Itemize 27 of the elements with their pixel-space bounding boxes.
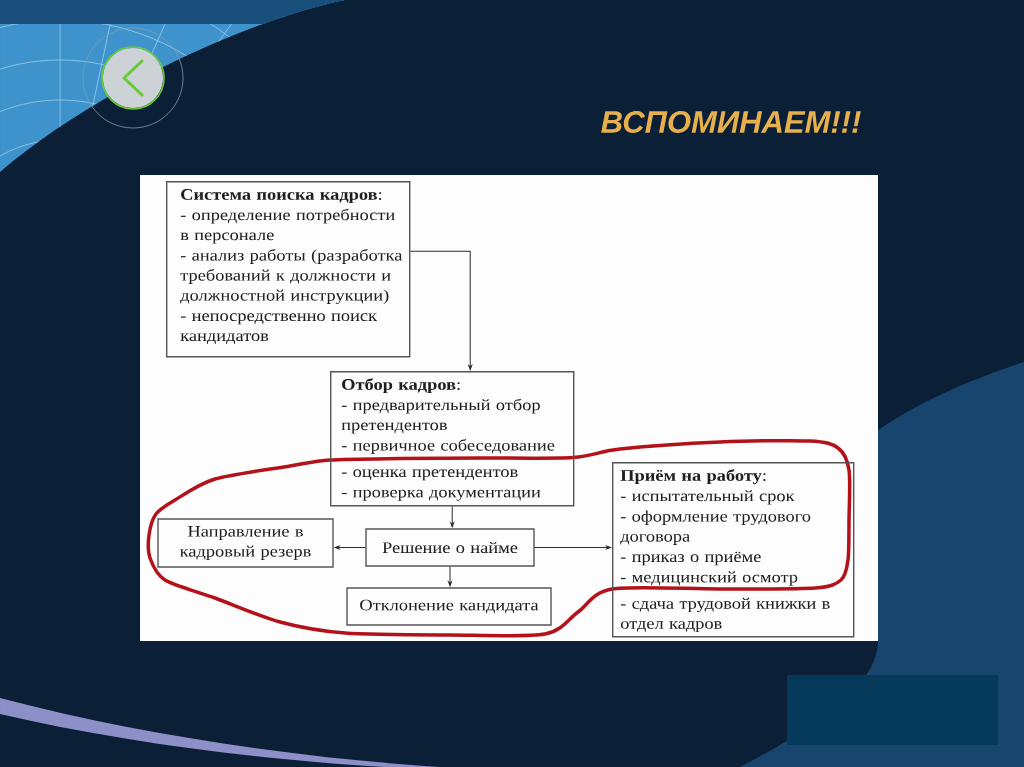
slide-title: ВСПОМИНАЕМ!!! — [601, 111, 861, 133]
list-item: - оценка претендентов — [341, 469, 518, 481]
process-box — [612, 462, 855, 638]
process-box: Направление в кадровый резерв — [157, 518, 334, 568]
list-item: - проверка документации — [341, 489, 541, 501]
arrow — [334, 545, 366, 550]
process-box — [166, 181, 411, 358]
list-item: - первичное собеседование — [341, 439, 555, 454]
arrow — [448, 566, 452, 587]
list-item: - медицинский осмотр — [620, 571, 798, 586]
process-box — [330, 371, 575, 507]
process-box: Отклонение кандидата — [346, 587, 552, 626]
box-heading: Приём на работу: — [620, 469, 766, 485]
arrow — [409, 250, 473, 370]
box-heading: Отбор кадров: — [342, 378, 460, 394]
list-item: - предварительный отбор претендентов — [341, 398, 540, 434]
box-heading: Система поиска кадров: — [181, 189, 382, 204]
list-item: - приказ о приёме — [620, 551, 761, 566]
list-item: - оформление трудового договора — [620, 510, 811, 545]
list-item: - анализ работы (разработка требований к должности и должностной инструкции) — [180, 249, 403, 304]
list-item: - непосредственно поиск кандидатов — [180, 313, 377, 344]
list-item: - определение потребности в персонале — [180, 208, 395, 244]
list-item: - испытательный срок — [620, 490, 795, 505]
arrow — [534, 545, 611, 550]
arrow — [450, 505, 455, 528]
list-item: - сдача трудовой книжки в отдел кадров — [620, 597, 830, 633]
process-box: Решение о найме — [365, 528, 535, 567]
